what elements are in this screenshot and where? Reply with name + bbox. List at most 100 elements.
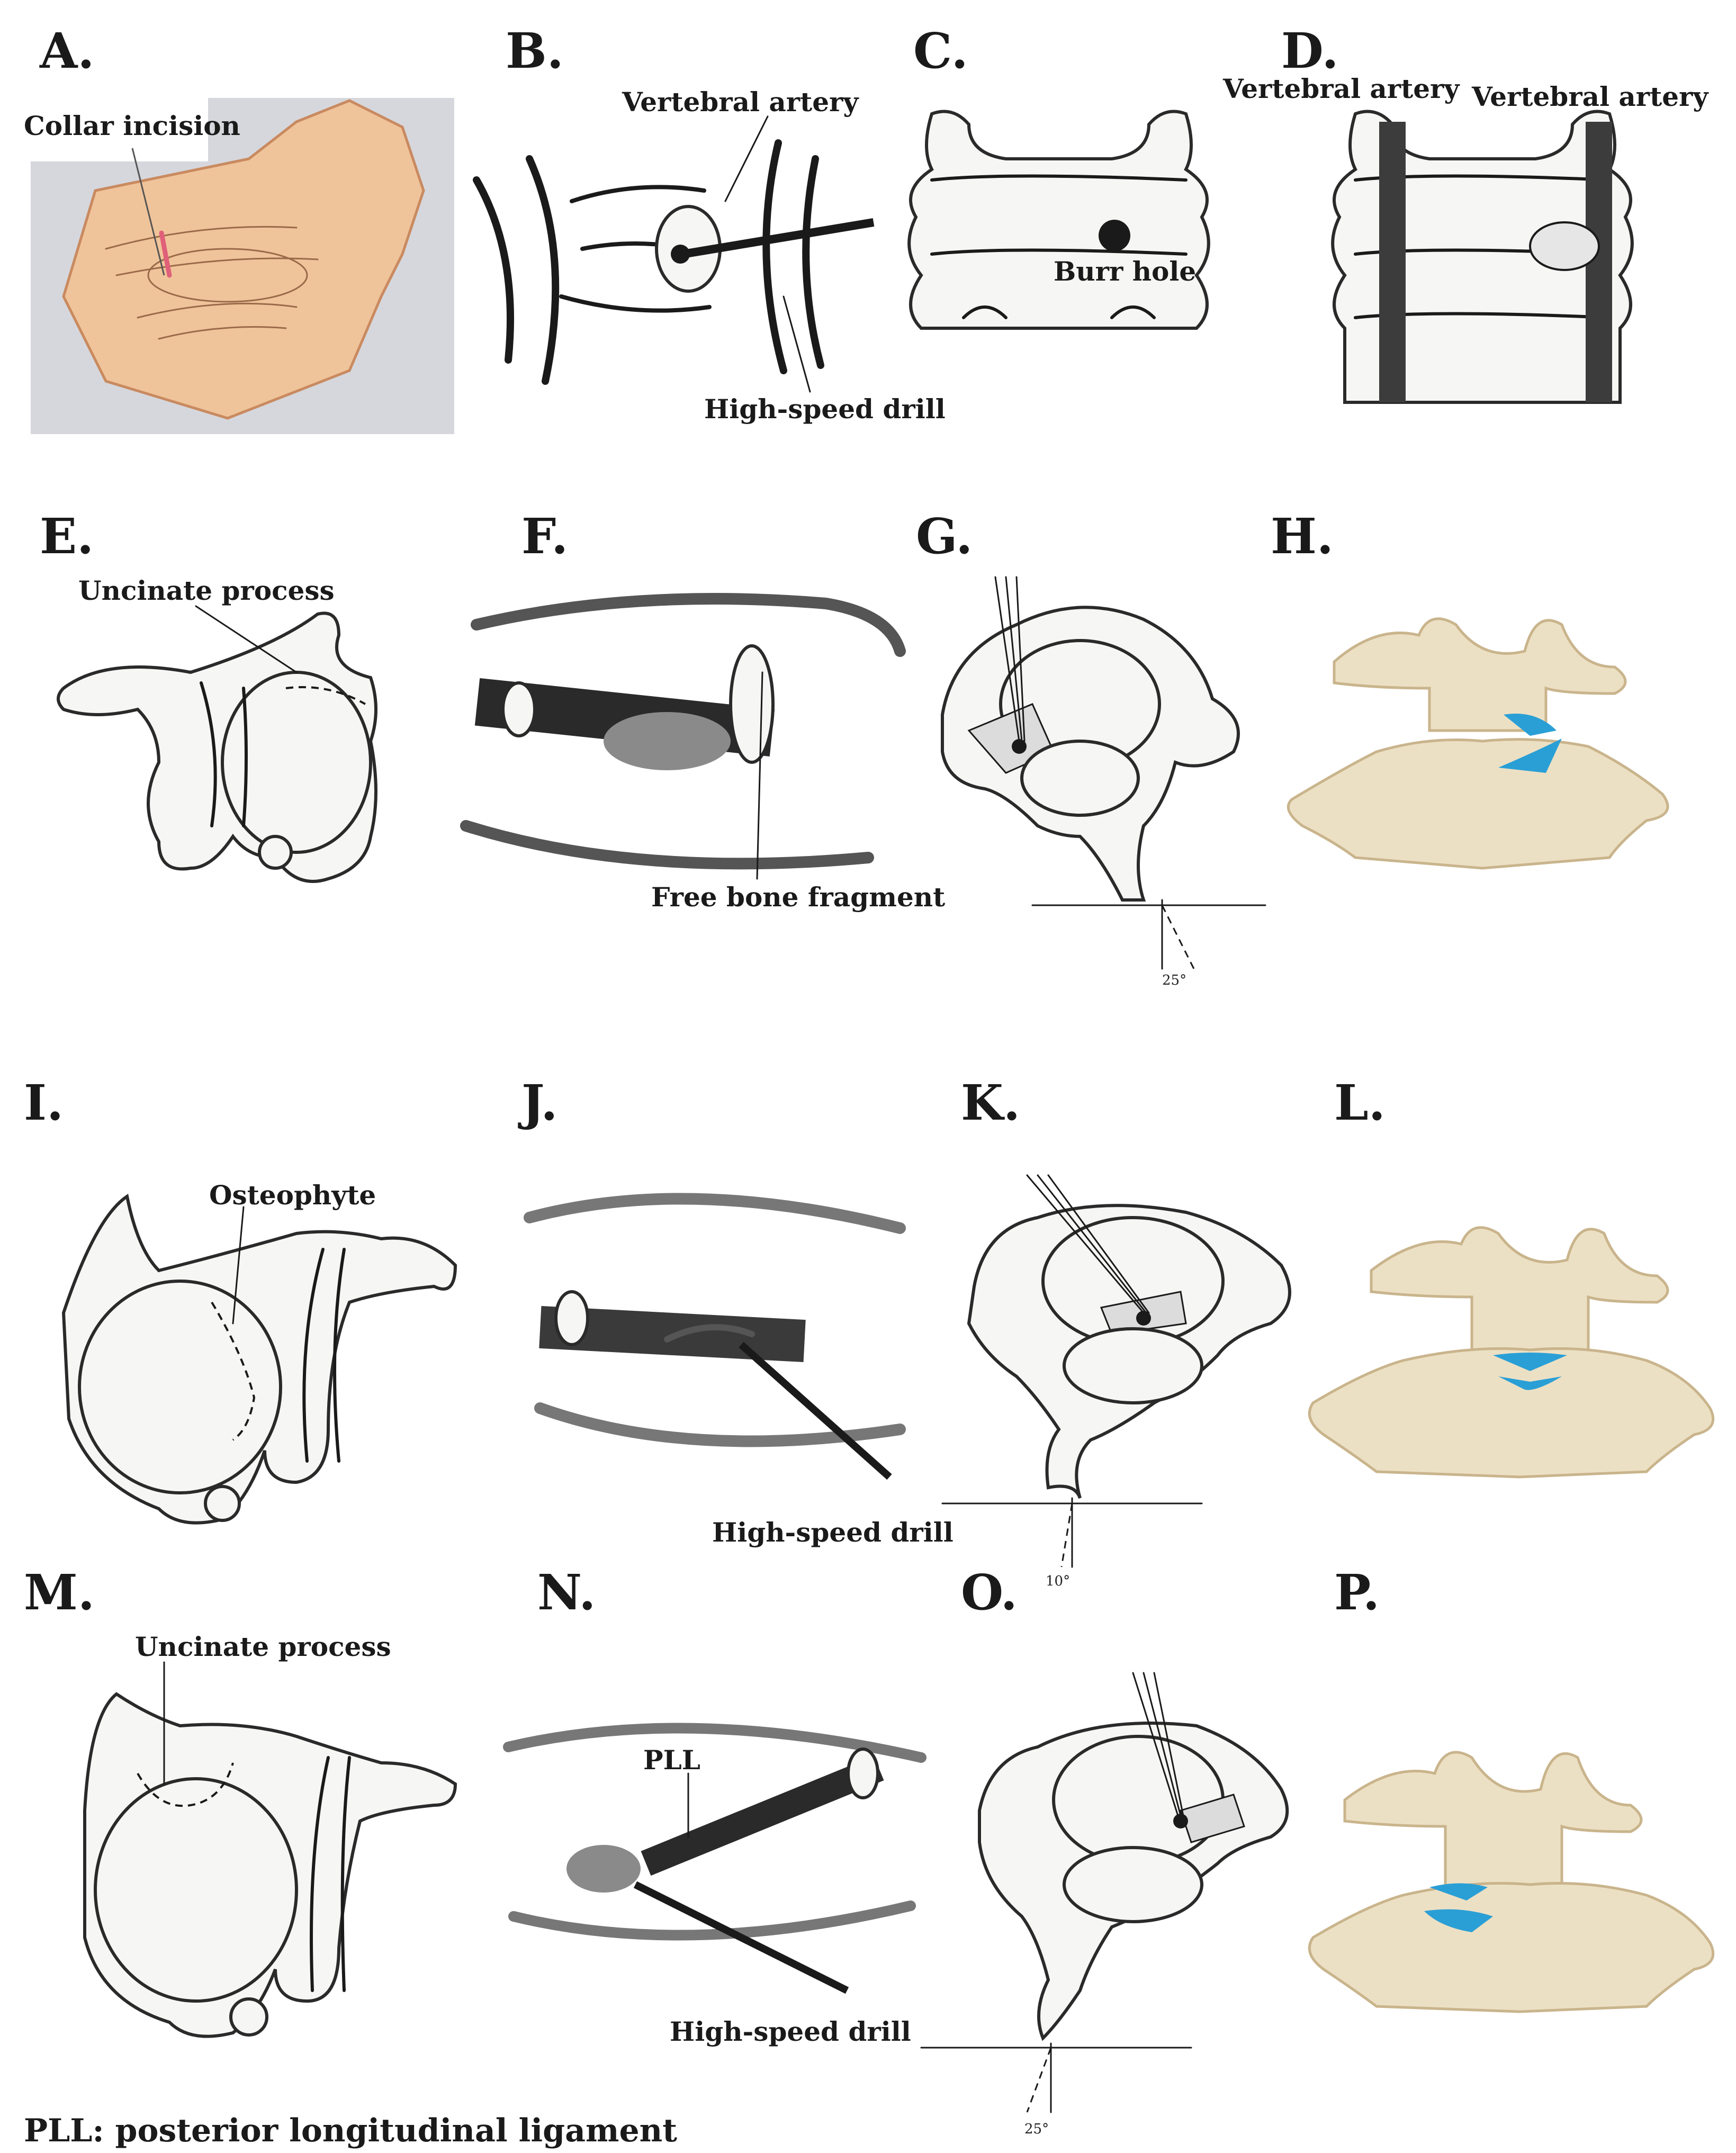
panel-letter-c: C. bbox=[913, 22, 968, 79]
resection-zone-o bbox=[1180, 1794, 1245, 1843]
instrument-rays-g bbox=[994, 576, 1026, 742]
label-high-speed-drill-j: High-speed drill bbox=[712, 1517, 954, 1548]
panel-e: E. Uncinate process bbox=[40, 508, 377, 883]
panel-letter-a: A. bbox=[39, 22, 94, 79]
panel-h: H. bbox=[1271, 508, 1669, 870]
resection-highlight-upper-p bbox=[1429, 1883, 1488, 1900]
panel-f: F. Free bone fragment bbox=[460, 508, 945, 913]
resection-highlight-upper-h bbox=[1504, 714, 1557, 736]
tissue-top-n bbox=[503, 1723, 927, 1763]
drill-tip bbox=[671, 245, 690, 264]
drill-tip-o bbox=[1173, 1814, 1188, 1828]
panel-letter-o: O. bbox=[961, 1564, 1018, 1621]
panel-a: A. Collar incision bbox=[24, 22, 454, 434]
label-backdrop bbox=[31, 98, 208, 161]
tissue-top-f bbox=[471, 593, 906, 657]
uncinate-dashed-outline-m bbox=[137, 1762, 234, 1807]
instrument-rays-o bbox=[1132, 1672, 1184, 1817]
angle-label-k: 10° bbox=[1046, 1573, 1070, 1589]
label-high-speed-drill-b: High-speed drill bbox=[704, 393, 946, 425]
transverse-foramen-m bbox=[229, 1997, 268, 2037]
panel-letter-p: P. bbox=[1334, 1564, 1380, 1621]
label-burr-hole: Burr hole bbox=[1054, 256, 1196, 287]
drill-leader bbox=[782, 295, 811, 393]
pedicle-lines-i bbox=[302, 1248, 346, 1463]
panel-j: J. High-speed drill bbox=[518, 1074, 954, 1548]
instrument-ring-n bbox=[847, 1747, 879, 1799]
panel-p: P. bbox=[1308, 1564, 1715, 2013]
resection-highlight-lower-l bbox=[1498, 1376, 1562, 1390]
drill-shaft-n bbox=[633, 1881, 849, 1994]
label-vertebral-artery-d-left: Vertebral artery bbox=[1222, 73, 1460, 104]
uncinate-leader-e bbox=[195, 605, 298, 673]
label-high-speed-drill-n: High-speed drill bbox=[670, 2016, 911, 2047]
panel-letter-d: D. bbox=[1281, 22, 1339, 79]
drill-shaft bbox=[682, 218, 875, 258]
label-pll: PLL bbox=[643, 1744, 700, 1776]
tissue-bottom-f bbox=[460, 820, 874, 870]
label-osteophyte: Osteophyte bbox=[209, 1179, 376, 1211]
panel-k: K. 10° bbox=[941, 1074, 1291, 1589]
footnote-pll-definition: PLL: posterior longitudinal ligament bbox=[24, 2112, 677, 2149]
panel-d: D. Vertebral artery Vertebral artery bbox=[1222, 22, 1709, 404]
panel-letter-m: M. bbox=[24, 1564, 95, 1621]
angle-label-o: 25° bbox=[1024, 2121, 1049, 2137]
instrument-ring-f bbox=[501, 681, 536, 737]
resection-highlight-lower-p bbox=[1424, 1909, 1493, 1932]
disc-lines-c bbox=[930, 174, 1188, 319]
spinal-cord-k bbox=[1063, 1327, 1203, 1404]
drill-tip-g bbox=[1012, 739, 1027, 754]
tissue-mass-f bbox=[604, 712, 731, 770]
label-collar-incision: Collar incision bbox=[24, 110, 240, 141]
label-vertebral-artery-b: Vertebral artery bbox=[622, 86, 859, 118]
panel-letter-h: H. bbox=[1271, 508, 1334, 565]
instrument-ring-j bbox=[554, 1290, 589, 1346]
vertebra-outline-d bbox=[1331, 110, 1634, 404]
spinal-cord-o bbox=[1063, 1846, 1203, 1923]
label-free-bone-fragment: Free bone fragment bbox=[651, 881, 945, 913]
drill-shaft-j bbox=[739, 1341, 892, 1480]
burr-hole-dot bbox=[1099, 220, 1130, 251]
angle-ray-o bbox=[1026, 2047, 1052, 2113]
vertebral-artery-leader bbox=[724, 115, 769, 202]
label-uncinate-process-m: Uncinate process bbox=[135, 1631, 391, 1662]
lower-vertebra-l bbox=[1308, 1347, 1715, 1479]
panel-letter-j: J. bbox=[518, 1074, 557, 1131]
panel-letter-k: K. bbox=[961, 1074, 1020, 1131]
upper-vertebra-p bbox=[1343, 1751, 1643, 1891]
upper-vertebra-h bbox=[1333, 617, 1627, 732]
vertebral-artery-left bbox=[1379, 122, 1406, 402]
angle-ray-g bbox=[1161, 905, 1195, 969]
tissue-mass-n bbox=[566, 1845, 641, 1893]
pedicle-lines-m bbox=[310, 1756, 351, 1992]
panel-g: G. 25° bbox=[916, 508, 1266, 988]
fragment-leader bbox=[756, 671, 763, 880]
lower-vertebra-p bbox=[1308, 1882, 1715, 2013]
pedicle-lines-e bbox=[200, 681, 248, 827]
panel-m: M. Uncinate process bbox=[24, 1564, 457, 2038]
retractor-left bbox=[473, 155, 560, 385]
collar-incision-mark bbox=[159, 230, 172, 278]
panel-letter-f: F. bbox=[521, 508, 568, 565]
vertebral-body-m bbox=[94, 1777, 298, 2003]
panel-n: N. PLL High-speed drill bbox=[503, 1564, 927, 2047]
collar-incision-leader bbox=[131, 148, 165, 276]
instrument-n bbox=[641, 1755, 884, 1876]
retractor-right bbox=[762, 139, 824, 374]
label-uncinate-process-e: Uncinate process bbox=[78, 575, 335, 606]
angle-label-g: 25° bbox=[1162, 972, 1186, 988]
vertebral-body-i bbox=[78, 1280, 282, 1494]
panel-c: C. Burr hole bbox=[907, 22, 1210, 330]
uncinate-dashed-outline-e bbox=[285, 686, 366, 705]
vertebra-outline-c bbox=[907, 110, 1210, 330]
tissue-bottom-n bbox=[508, 1900, 916, 1941]
panel-letter-b: B. bbox=[506, 22, 564, 79]
instrument-rays-k bbox=[1026, 1174, 1150, 1314]
anatomy-sketch-lines bbox=[105, 226, 319, 340]
panel-b: B. Vertebral artery High-speed drill bbox=[473, 22, 946, 425]
panel-l: L. bbox=[1308, 1074, 1715, 1479]
osteophyte-dashed-outline bbox=[211, 1301, 256, 1441]
lower-vertebra-h bbox=[1287, 738, 1669, 870]
free-bone-fragment bbox=[729, 644, 775, 764]
panel-i: I. Osteophyte bbox=[24, 1074, 457, 1525]
